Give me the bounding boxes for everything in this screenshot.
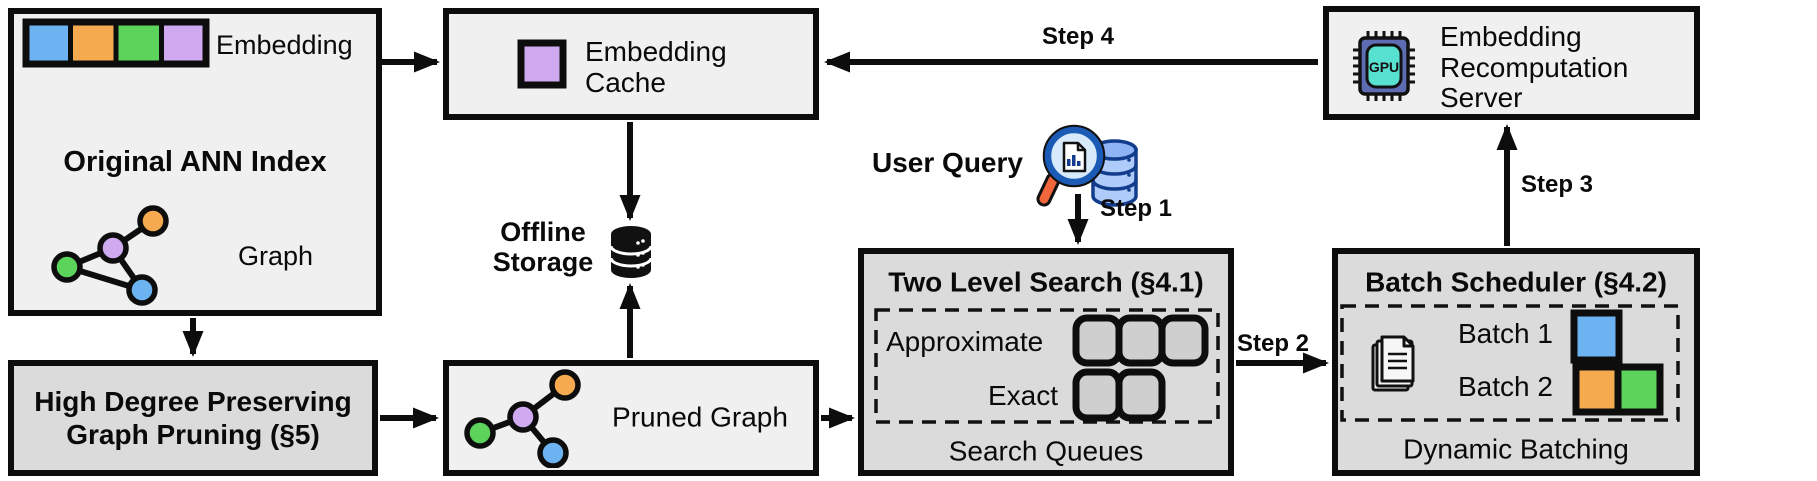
original-ann-index-title: Original ANN Index bbox=[63, 145, 327, 178]
dynamic-batching-caption: Dynamic Batching bbox=[1403, 433, 1629, 465]
search-queues-caption: Search Queues bbox=[948, 435, 1144, 467]
step2-label: Step 2 bbox=[1237, 330, 1310, 357]
graph-pruning-box bbox=[8, 360, 378, 476]
database-storage-icon bbox=[609, 226, 653, 278]
step4-label: Step 4 bbox=[1042, 23, 1115, 50]
approximate-label: Approximate bbox=[886, 326, 1044, 357]
embedding-label: Embedding bbox=[216, 30, 353, 60]
batch2-label: Batch 2 bbox=[1458, 371, 1553, 402]
embedding-vector-icon bbox=[22, 18, 210, 68]
embedding-cache-box bbox=[443, 8, 819, 120]
recomputation-server-label: Embedding Recomputation Server bbox=[1440, 21, 1629, 113]
offline-storage-label: Offline Storage bbox=[492, 217, 594, 277]
step3-label: Step 3 bbox=[1521, 171, 1594, 198]
gpu-text: GPU bbox=[1369, 59, 1399, 75]
cached-embedding-icon bbox=[517, 39, 567, 89]
batch-scheduler-title: Batch Scheduler (§4.2) bbox=[1365, 266, 1667, 298]
batch1-label: Batch 1 bbox=[1458, 318, 1553, 349]
pruned-graph-label: Pruned Graph bbox=[612, 401, 788, 433]
exact-label: Exact bbox=[988, 380, 1059, 411]
gpu-chip-icon: GPU bbox=[1353, 31, 1415, 101]
original-graph-icon bbox=[51, 205, 169, 306]
pruned-graph-box bbox=[443, 360, 819, 476]
two-level-search-title: Two Level Search (§4.1) bbox=[888, 266, 1204, 298]
batched-documents-icon bbox=[1371, 335, 1415, 392]
embedding-cache-label: Embedding Cache bbox=[585, 36, 727, 99]
graph-pruning-title: High Degree Preserving Graph Pruning (§5… bbox=[34, 386, 352, 450]
graph-label: Graph bbox=[238, 241, 314, 271]
pruned-graph-icon bbox=[464, 369, 581, 468]
user-query-label: User Query bbox=[872, 147, 1023, 178]
step1-label: Step 1 bbox=[1100, 195, 1173, 222]
user-query-icon bbox=[1036, 124, 1138, 207]
